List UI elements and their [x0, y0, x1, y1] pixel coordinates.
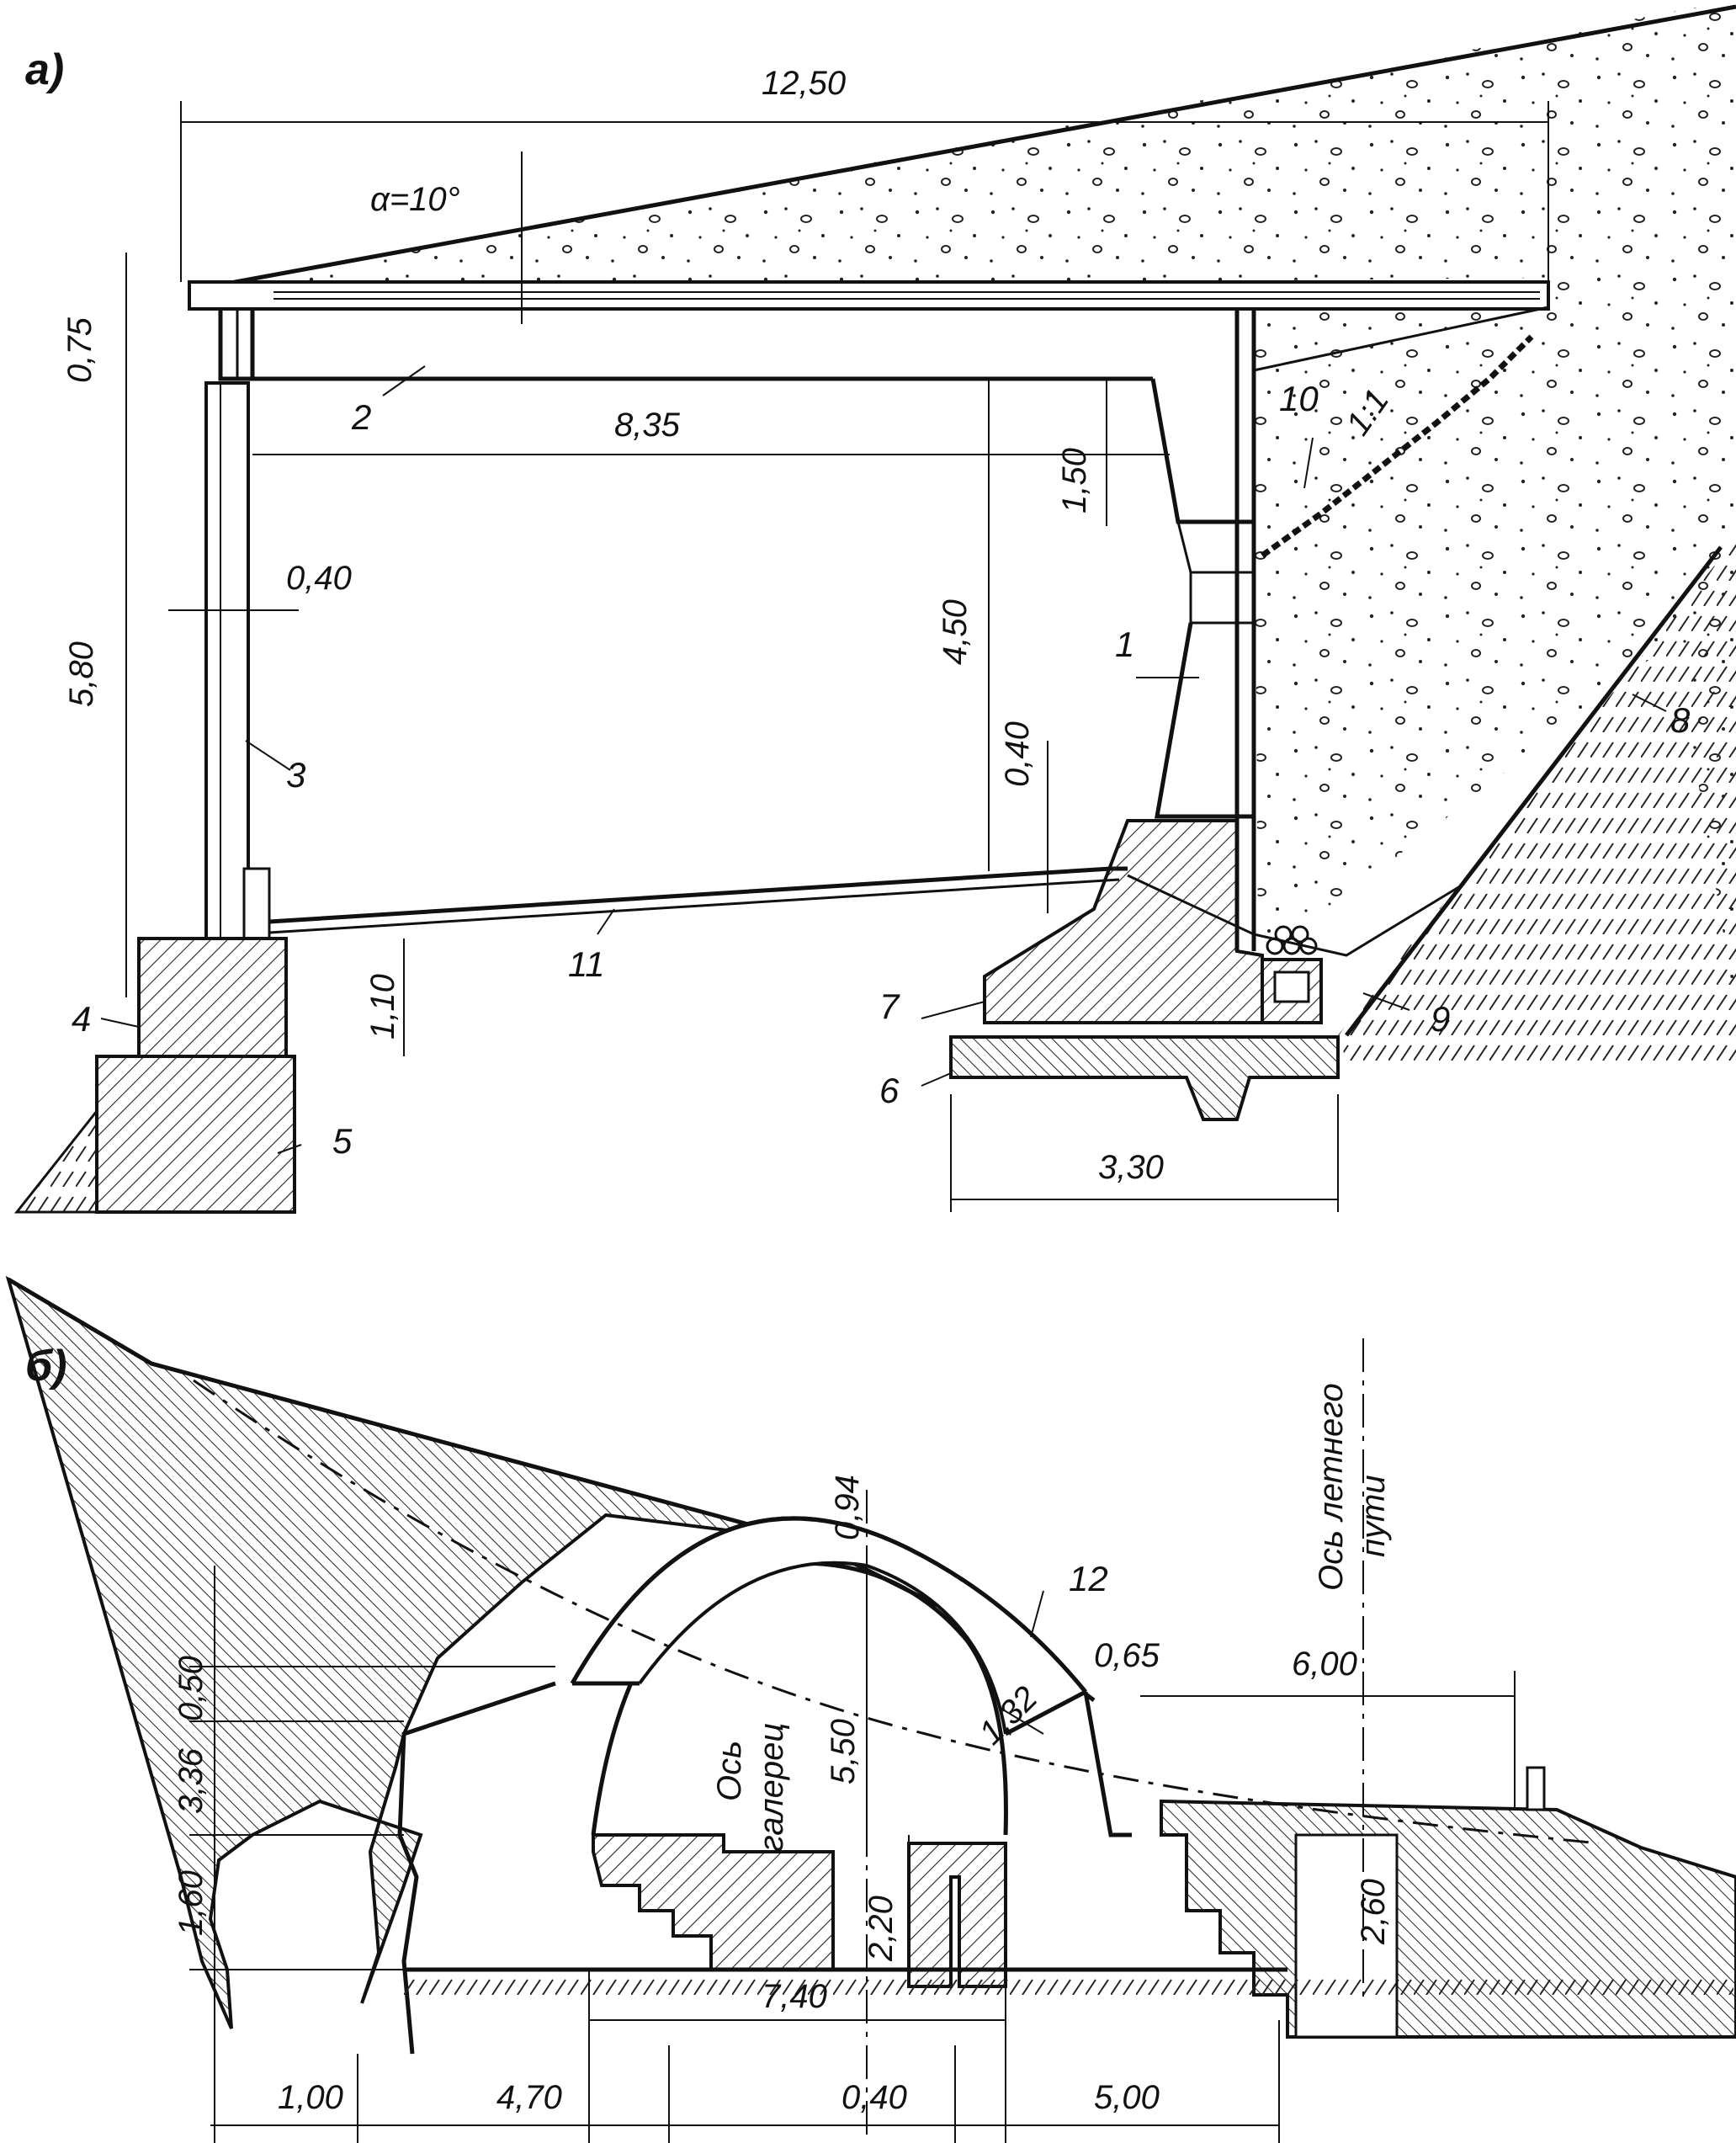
- dim-0-50: 0,50: [173, 1656, 210, 1721]
- ground-left: [13, 1107, 98, 1214]
- panel-a-label: a): [25, 45, 64, 94]
- ground-bottom: [404, 1970, 1733, 1995]
- callout-2: 2: [351, 397, 371, 437]
- earth-hatch: [5, 1275, 809, 2029]
- callout-9: 9: [1431, 999, 1450, 1039]
- dim-step-0-40: 0,40: [999, 721, 1036, 787]
- dim-7-40: 7,40: [762, 1978, 827, 2015]
- dim-wall-0-40: 0,40: [286, 560, 352, 597]
- dim-2-60: 2,60: [1355, 1879, 1392, 1945]
- axis-gallery-label-2: галерец: [753, 1723, 790, 1852]
- footing-5: [95, 1055, 296, 1214]
- dim-span-total: 12,50: [762, 65, 846, 102]
- dim-0-40-b: 0,40: [841, 2079, 907, 2116]
- callout-3: 3: [286, 755, 305, 795]
- dim-3-36: 3,36: [173, 1747, 210, 1814]
- road-embankment: [1160, 1799, 1736, 2039]
- slab-6: [949, 1035, 1340, 1121]
- left-wall-b: [397, 1834, 419, 2055]
- dimensions-a: [125, 101, 1549, 1212]
- callout-7: 7: [879, 986, 900, 1026]
- callouts-a: [100, 365, 1667, 1154]
- dim-4-70: 4,70: [496, 2079, 562, 2116]
- callout-6: 6: [879, 1071, 900, 1110]
- block-7: [983, 819, 1264, 1024]
- callout-8: 8: [1670, 700, 1691, 740]
- dimensions-b: [189, 1566, 1516, 2143]
- panel-a: a): [13, 0, 1736, 1214]
- callout-11: 11: [568, 944, 605, 984]
- dim-footing-1-10: 1,10: [364, 974, 401, 1040]
- right-wall-b: [1083, 1691, 1132, 1837]
- dim-5-00: 5,00: [1094, 2079, 1160, 2116]
- dim-2-20: 2,20: [863, 1896, 900, 1962]
- dim-6-00: 6,00: [1292, 1646, 1357, 1683]
- callout-5: 5: [332, 1121, 353, 1161]
- dim-base-3-30: 3,30: [1098, 1149, 1164, 1186]
- callout-4: 4: [72, 999, 91, 1039]
- dim-roof-thickness: 0,75: [61, 316, 98, 383]
- footing-4: [137, 937, 288, 1058]
- dim-angle: α=10°: [370, 181, 460, 218]
- dim-height-1-50: 1,50: [1056, 448, 1093, 513]
- axis-road-label-1: Ось летнего: [1313, 1383, 1350, 1591]
- dim-1-60: 1,60: [173, 1870, 210, 1936]
- dim-0-65: 0,65: [1094, 1637, 1160, 1674]
- axis-gallery-label-1: Ось: [711, 1741, 748, 1801]
- dim-5-50: 5,50: [825, 1719, 862, 1784]
- panel-b: б): [5, 1275, 1736, 2143]
- callout-10: 10: [1279, 379, 1319, 418]
- dim-inner-span: 8,35: [614, 407, 681, 444]
- arch-ring-fill: [572, 1518, 1086, 1734]
- dim-height-total: 5,80: [63, 641, 100, 707]
- floor-11: [268, 866, 1128, 924]
- roof-slope-line: [188, 4, 1736, 293]
- floor-block-right: [907, 1842, 1007, 1988]
- dim-0-94: 0,94: [829, 1475, 866, 1540]
- roof-slab: [188, 280, 1550, 311]
- callout-12: 12: [1069, 1559, 1108, 1598]
- dim-1-00: 1,00: [278, 2079, 343, 2116]
- slope-line-10: [1260, 334, 1534, 558]
- floor-block-left: [592, 1833, 835, 1971]
- callout-1: 1: [1115, 625, 1134, 664]
- dashed-line: [193, 1379, 1600, 1845]
- column-3: [204, 381, 250, 940]
- dim-height-4-50: 4,50: [937, 599, 974, 665]
- axis-road-label-2: пути: [1355, 1475, 1392, 1557]
- ground-slope-8: [1338, 539, 1736, 1061]
- gravel-fill: [189, 0, 1736, 1010]
